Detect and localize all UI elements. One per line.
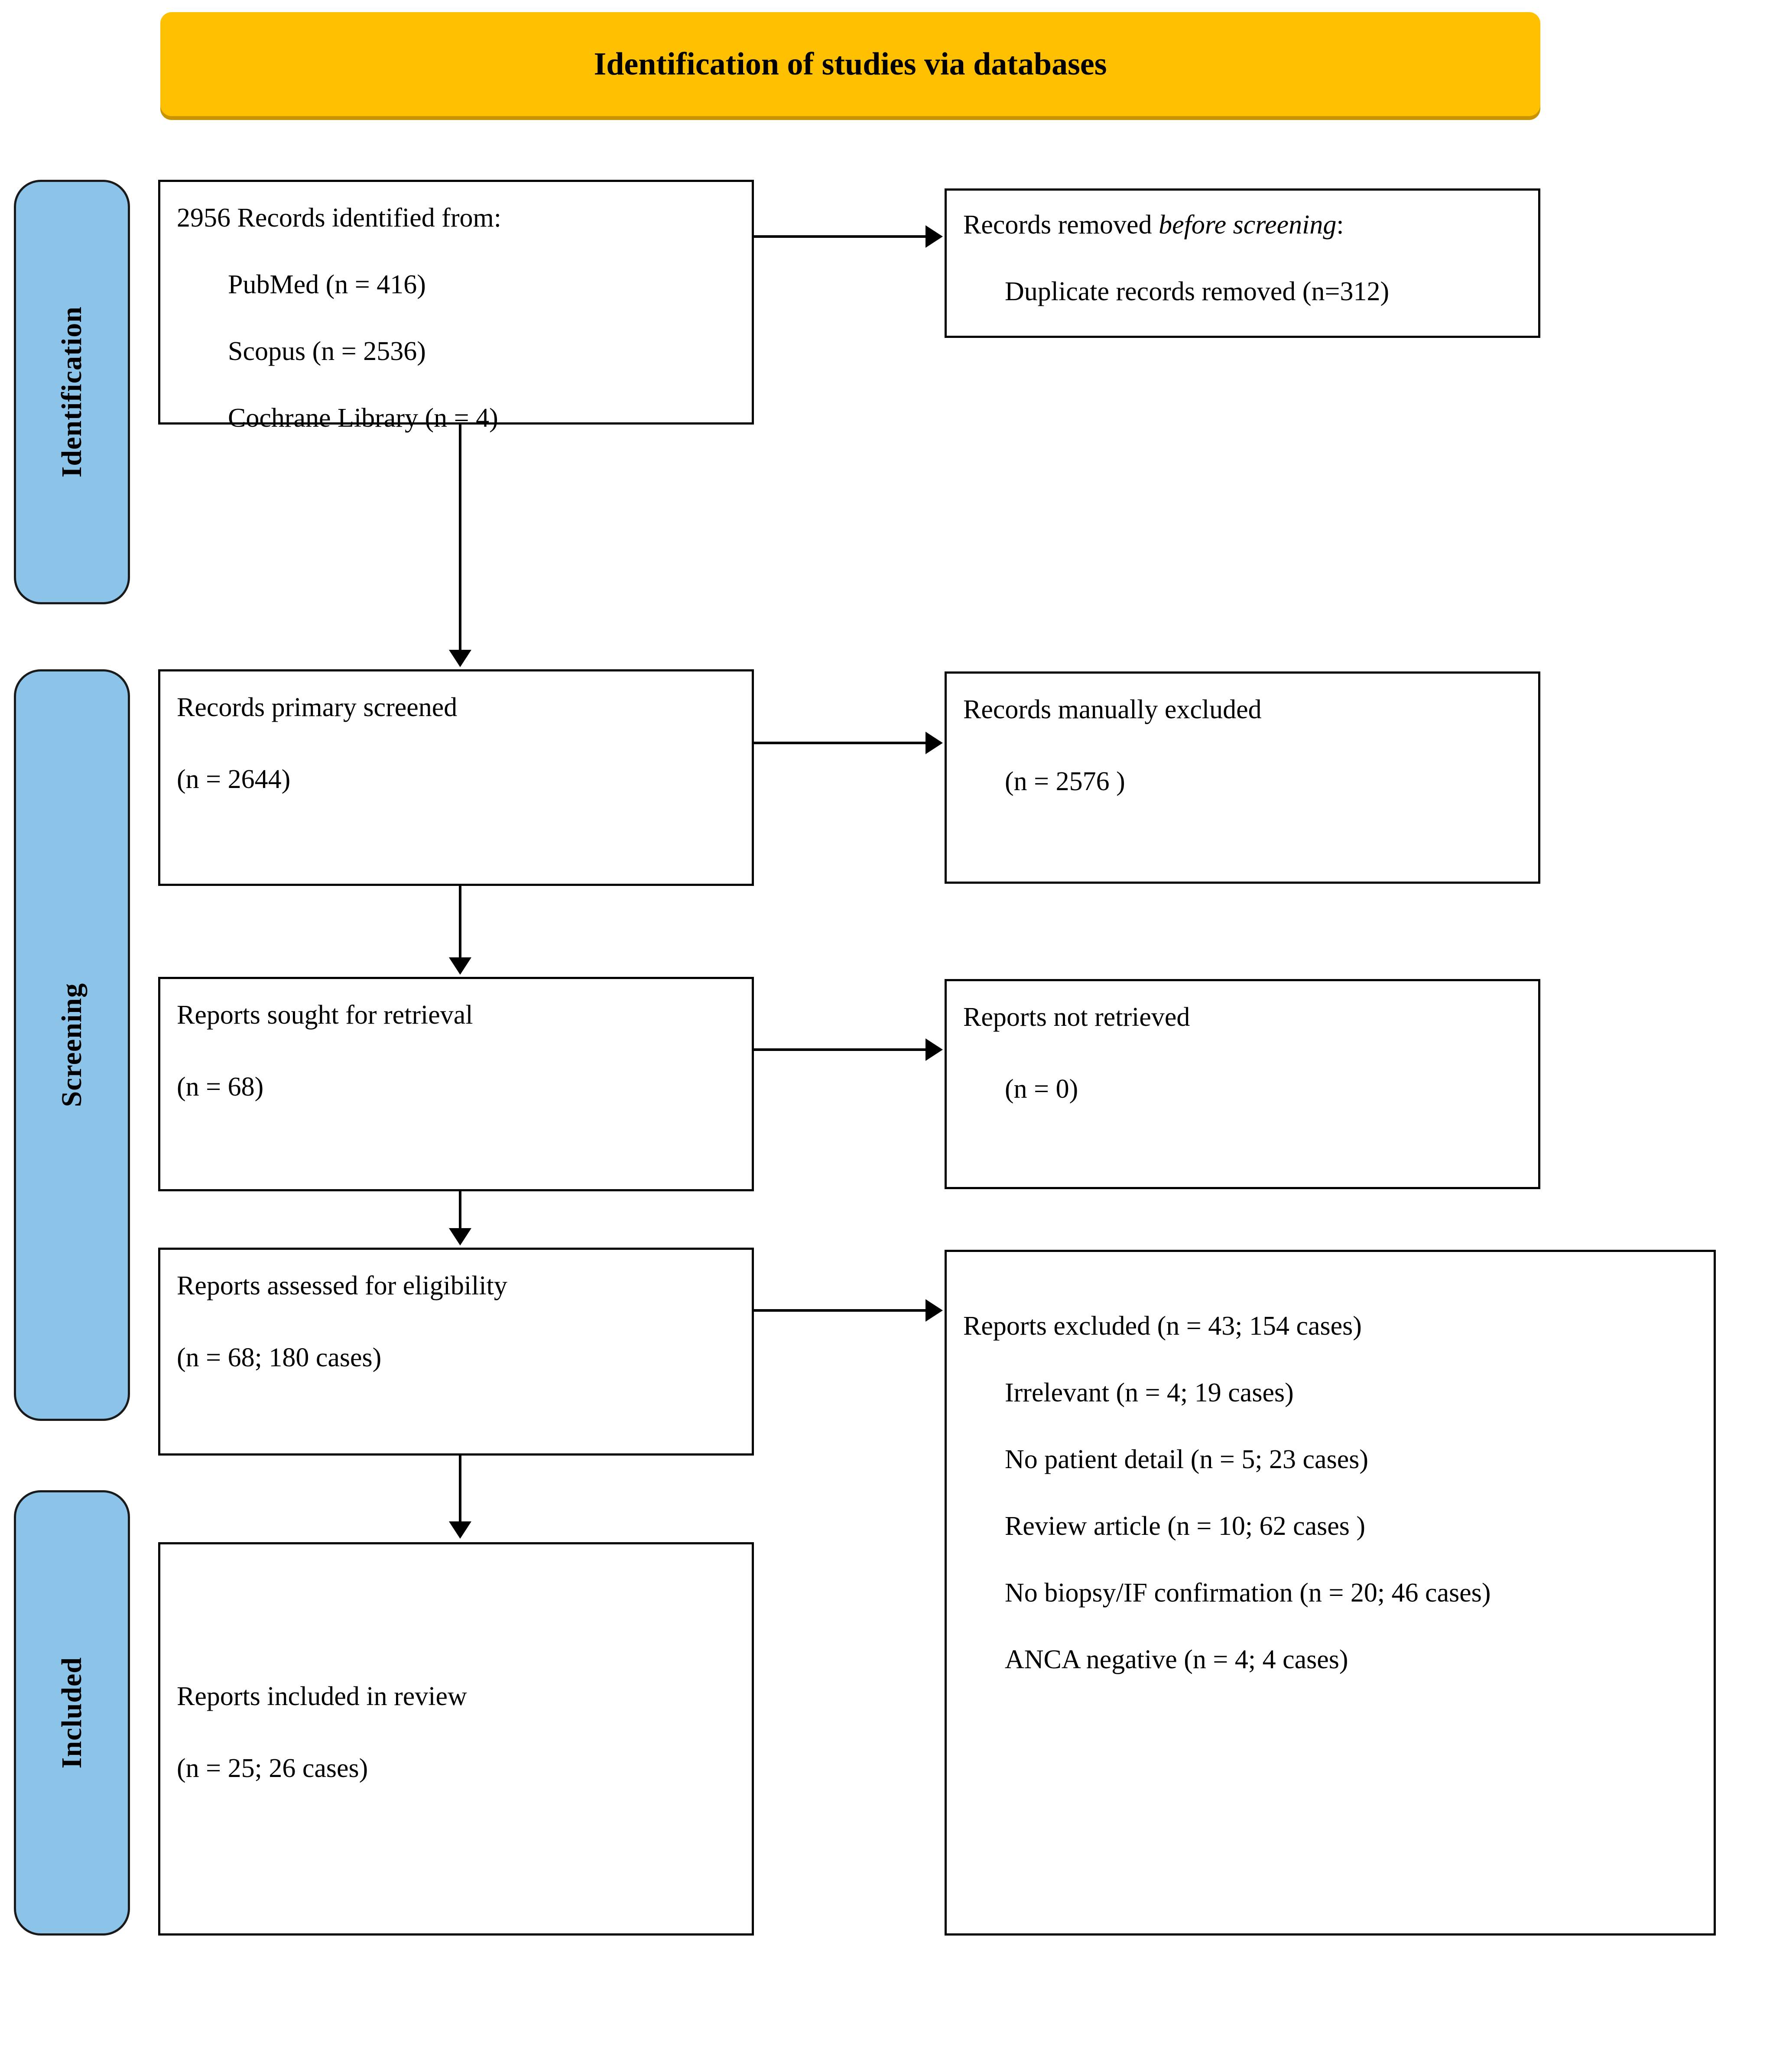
box-reports-not-retrieved: Reports not retrieved (n = 0) (945, 979, 1540, 1189)
arrowhead-screened-to-sought (449, 957, 471, 975)
source-scopus: Scopus (n = 2536) (228, 337, 426, 366)
arrowhead-sought-to-not-retrieved (925, 1038, 943, 1061)
primary-screened-count: (n = 2644) (177, 765, 291, 794)
connector-identified-to-screened (459, 425, 461, 652)
exclusion-reason-no-patient-detail: No patient detail (n = 5; 23 cases) (1005, 1445, 1368, 1474)
stage-pill-included: Included (14, 1490, 130, 1936)
source-cochrane: Cochrane Library (n = 4) (228, 403, 498, 433)
exclusion-reason-no-biopsy-if-confirmation: No biopsy/IF confirmation (n = 20; 46 ca… (1005, 1578, 1491, 1608)
header-banner: Identification of studies via databases (160, 12, 1540, 116)
stage-label-identification: Identification (56, 306, 88, 478)
box-reports-excluded: Reports excluded (n = 43; 154 cases) Irr… (945, 1250, 1716, 1936)
not-retrieved-title: Reports not retrieved (963, 1002, 1190, 1032)
sought-title: Reports sought for retrieval (177, 1000, 473, 1030)
exclusion-reason-anca-negative: ANCA negative (n = 4; 4 cases) (1005, 1645, 1348, 1674)
box-records-removed-before-screening: Records removed before screening: Duplic… (945, 188, 1540, 338)
source-pubmed: PubMed (n = 416) (228, 270, 426, 299)
included-count: (n = 25; 26 cases) (177, 1754, 368, 1783)
box-records-identified: 2956 Records identified from: PubMed (n … (158, 180, 754, 431)
records-identified-title: 2956 Records identified from: (177, 203, 501, 233)
arrowhead-assessed-to-included (449, 1521, 471, 1539)
not-retrieved-count: (n = 0) (1005, 1074, 1078, 1104)
sought-count: (n = 68) (177, 1072, 264, 1102)
stage-pill-identification: Identification (14, 180, 130, 604)
box-reports-sought-for-retrieval: Reports sought for retrieval (n = 68) (158, 977, 754, 1191)
manually-excluded-title: Records manually excluded (963, 695, 1262, 724)
assessed-title: Reports assessed for eligibility (177, 1271, 507, 1300)
connector-identified-to-removed (754, 235, 927, 238)
connector-sought-to-not-retrieved (754, 1048, 927, 1051)
box-records-manually-excluded: Records manually excluded (n = 2576 ) (945, 671, 1540, 884)
removed-before-title: Records removed before screening: (963, 210, 1344, 240)
reports-excluded-title: Reports excluded (n = 43; 154 cases) (963, 1311, 1362, 1341)
arrowhead-assessed-to-reports-excluded (925, 1299, 943, 1322)
duplicate-records-removed: Duplicate records removed (n=312) (1005, 277, 1390, 306)
box-reports-included-in-review: Reports included in review (n = 25; 26 c… (158, 1542, 754, 1936)
stage-pill-screening: Screening (14, 669, 130, 1421)
header-title: Identification of studies via databases (594, 46, 1107, 82)
arrowhead-identified-to-removed (925, 225, 943, 248)
arrowhead-identified-to-screened (449, 650, 471, 667)
arrowhead-sought-to-assessed (449, 1228, 471, 1245)
box-reports-assessed-for-eligibility: Reports assessed for eligibility (n = 68… (158, 1248, 754, 1456)
manually-excluded-count: (n = 2576 ) (1005, 767, 1125, 796)
connector-assessed-to-reports-excluded (754, 1309, 927, 1312)
connector-screened-to-excluded (754, 742, 927, 744)
stage-label-screening: Screening (56, 983, 88, 1107)
connector-sought-to-assessed (459, 1191, 461, 1230)
exclusion-reason-review-article: Review article (n = 10; 62 cases ) (1005, 1511, 1366, 1541)
assessed-count: (n = 68; 180 cases) (177, 1343, 382, 1372)
primary-screened-title: Records primary screened (177, 693, 458, 722)
connector-screened-to-sought (459, 886, 461, 960)
box-records-primary-screened: Records primary screened (n = 2644) (158, 669, 754, 886)
exclusion-reason-irrelevant: Irrelevant (n = 4; 19 cases) (1005, 1378, 1294, 1407)
arrowhead-screened-to-excluded (925, 732, 943, 754)
included-title: Reports included in review (177, 1682, 467, 1711)
connector-assessed-to-included (459, 1456, 461, 1523)
stage-label-included: Included (56, 1657, 88, 1769)
